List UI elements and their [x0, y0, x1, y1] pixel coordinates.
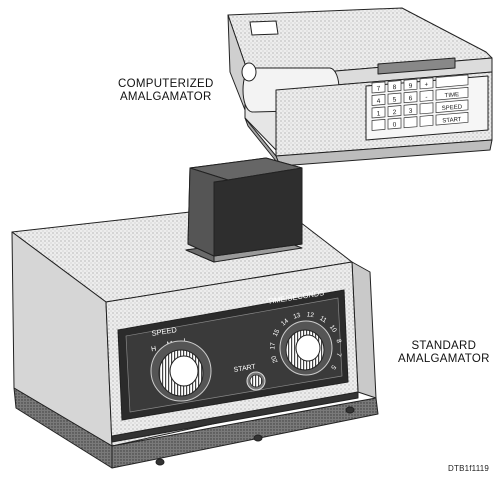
keypad-key: 4: [371, 94, 386, 106]
chamber-opening: [241, 62, 257, 82]
keypad-key-label: -: [425, 94, 428, 101]
computerized-amalgamator: [227, 7, 493, 167]
start-button: [246, 371, 266, 391]
keypad-key: +: [419, 77, 434, 90]
time-dial-number: 15: [272, 328, 282, 338]
time-dial-number: 5: [329, 363, 337, 370]
time-dial-number: 13: [292, 312, 301, 321]
keypad-key-label: START: [442, 117, 462, 125]
time-dial-number: 14: [280, 317, 290, 327]
keypad-key: 1: [371, 106, 386, 119]
label-computerized-amalgamator: COMPUTERIZED AMALGAMATOR: [118, 78, 214, 104]
time-dial-number: 10: [328, 324, 338, 334]
keypad-key: SPEED: [435, 99, 469, 113]
keypad-key-label: SPEED: [442, 104, 463, 112]
standard-base-front: [111, 397, 379, 469]
keypad-key: [419, 102, 434, 115]
keypad-key-label: 0: [392, 121, 397, 128]
keypad-key: 8: [387, 80, 402, 93]
time-dial-number: 17: [269, 342, 276, 350]
keypad-key: [435, 74, 469, 88]
keypad-key-label: 7: [376, 85, 381, 92]
foot: [253, 434, 263, 442]
keypad-key: -: [419, 89, 434, 102]
time-dial-number: 20: [270, 354, 279, 364]
foot: [155, 458, 165, 466]
speed-label: SPEED: [151, 325, 178, 338]
speed-knob: [150, 340, 212, 402]
label-line: STANDARD: [411, 340, 477, 352]
keypad-key: 6: [403, 91, 418, 104]
foot: [345, 406, 355, 414]
keypad-key: 7: [371, 81, 386, 94]
computerized-display: [377, 57, 456, 75]
timer-knob: [279, 320, 333, 376]
label-line: COMPUTERIZED: [118, 78, 214, 90]
keypad-key-label: 9: [408, 83, 413, 90]
keypad-key: 9: [403, 78, 418, 91]
keypad-key-label: 4: [376, 98, 381, 105]
time-dial-number: 8: [334, 339, 342, 344]
keypad-key-label: 2: [392, 109, 397, 116]
keypad-key-label: 3: [408, 108, 413, 115]
time-dial-number: 7: [334, 352, 342, 357]
start-label: START: [233, 363, 257, 374]
time-dial-number: 11: [318, 315, 328, 325]
keypad-key: 5: [387, 92, 402, 105]
keypad-key: TIME: [435, 86, 469, 101]
label-standard-amalgamator: STANDARD AMALGAMATOR: [398, 340, 490, 366]
keypad-key-label: TIME: [445, 92, 460, 99]
keypad-key: [371, 119, 386, 131]
keypad-key: 0: [387, 117, 402, 130]
standard-amalgamator: [11, 211, 379, 469]
computerized-keypad: 7 8 9 +4 5 6 - TIME 1 2 3 SPEED 0 START: [371, 74, 469, 131]
keypad-key-label: 8: [392, 84, 397, 91]
keypad-key-label: 1: [376, 110, 381, 117]
label-line: AMALGAMATOR: [119, 91, 212, 103]
keypad-key: [419, 114, 434, 127]
time-dial-number: 12: [306, 311, 314, 319]
keypad-key: START: [435, 111, 469, 126]
top-window: [249, 20, 279, 36]
keypad-key-label: 6: [408, 95, 413, 102]
figure-code: DTB1f1119: [448, 464, 490, 473]
capsule-arm-cover: [185, 157, 303, 263]
keypad-key: 3: [403, 103, 418, 116]
keypad-key: [403, 116, 418, 129]
keypad-key-label: 5: [392, 96, 397, 103]
keypad-key: 2: [387, 105, 402, 118]
speed-position-label: H: [151, 346, 157, 354]
label-line: AMALGAMATOR: [398, 353, 490, 365]
keypad-key-label: +: [424, 81, 429, 88]
standard-control-panel-graphics: SPEEDHMLTIME/SECONDS2017151413121110875S…: [150, 288, 342, 402]
